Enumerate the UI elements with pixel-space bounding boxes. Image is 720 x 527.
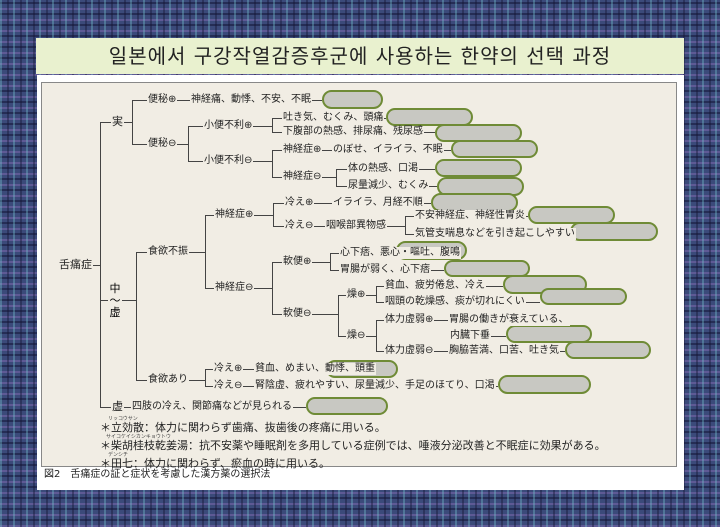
node-shokuyoku-ari: 食欲あり	[147, 374, 189, 386]
node-tairyoku-plus: 体力虚弱⊕	[384, 314, 435, 326]
node-symptom: 体の熱感、口渇	[347, 163, 419, 175]
node-symptom: 気管支喘息などを引き起こしやすい	[414, 228, 576, 240]
node-hie-plus: 冷え⊕	[213, 363, 244, 375]
node-hie-plus: 冷え⊕	[284, 197, 315, 209]
hidden-answer-pill	[506, 325, 592, 343]
node-nanben-plus: 軟便⊕	[282, 256, 313, 268]
node-symptom: 貧血、めまい、動悸、頭重	[254, 363, 376, 375]
node-shinkei-plus: 神経症⊕	[214, 209, 255, 221]
node-symptom: 貧血、疲労倦怠、冷え	[384, 280, 486, 292]
node-root: 舌痛症	[58, 258, 93, 271]
hidden-answer-pill	[540, 288, 627, 305]
node-shinkei-minus: 神経症⊖	[214, 282, 255, 294]
node-symptom: 胃腸の働きが衰えている、	[448, 314, 570, 326]
footnote: ＊柴胡桂枝乾姜湯：抗不安薬や睡眠剤を多用している症例では、唾液分泌改善と不眠症に…	[100, 439, 606, 452]
node-chu-kyo: 中〜虚	[108, 283, 122, 319]
node-symptom: 心下痞、悪心・嘔吐、腹鳴	[339, 247, 461, 259]
node-shokuyoku-fushin: 食欲不振	[147, 246, 189, 258]
node-hie-minus: 冷え⊖	[213, 380, 244, 392]
node-kyo-part: 虚	[109, 306, 121, 319]
node-shinkei-plus: 神経症⊕	[282, 144, 323, 156]
hidden-answer-pill	[451, 140, 538, 158]
hidden-answer-pill	[435, 159, 522, 177]
node-tilde: 〜	[109, 294, 121, 307]
hidden-answer-pill	[444, 260, 530, 277]
node-shinkei-minus: 神経症⊖	[282, 171, 323, 183]
node-symptom: 咽喉部異物感	[325, 220, 387, 232]
hidden-answer-pill	[570, 222, 658, 241]
hidden-answer-pill	[306, 397, 388, 415]
hidden-answer-pill	[565, 341, 651, 359]
node-nanben-minus: 軟便⊖	[282, 308, 313, 320]
node-symptom: 腎陰虚、疲れやすい、尿量減少、手足のほてり、口渇	[254, 380, 496, 392]
node-benpi-plus: 便秘⊕	[147, 94, 178, 106]
hidden-answer-pill	[322, 90, 383, 109]
node-shoben-plus: 小便不利⊕	[203, 120, 254, 132]
node-symptom: 下腹部の熱感、排尿痛、残尿感	[282, 126, 424, 138]
node-symptom: イライラ、月経不順	[332, 197, 424, 209]
node-tairyoku-minus: 体力虚弱⊖	[384, 345, 435, 357]
page-title: 일본에서 구강작열감증후군에 사용하는 한약의 선택 과정	[36, 38, 684, 74]
node-shoben-minus: 小便不利⊖	[203, 155, 254, 167]
footnote: ＊立効散：体力に関わらず歯痛、抜歯後の疼痛に用いる。	[100, 421, 386, 434]
node-kyo: 虚	[111, 400, 124, 413]
node-symptom: 吐き気、むくみ、頭痛	[282, 112, 385, 124]
figure-caption: 図2 舌痛症の証と症状を考慮した漢方薬の選択法	[44, 469, 271, 480]
node-symptom: 咽頭の乾燥感、痰が切れにくい	[384, 296, 526, 308]
hidden-answer-pill	[528, 206, 615, 224]
node-hie-minus: 冷え⊖	[284, 220, 315, 232]
footnote: ＊田七：体力に関わらず、瘀血の時に用いる。	[100, 457, 331, 470]
node-so-plus: 燥⊕	[346, 289, 367, 301]
hidden-answer-pill	[386, 108, 473, 126]
node-so-minus: 燥⊖	[346, 330, 367, 342]
ruby: リッコウサン	[108, 416, 138, 422]
node-kyo-symptom: 四肢の冷え、関節痛などが見られる	[131, 401, 293, 413]
node-symptom: 胸脇苦満、口苦、吐き気	[448, 345, 560, 357]
ruby: サイコケイシカンキョウトウ	[106, 434, 171, 440]
node-symptom: 内臓下垂	[449, 330, 491, 342]
node-symptom: 胃腸が弱く、心下痞	[339, 264, 431, 276]
node-symptom: 尿量減少、むくみ	[347, 180, 430, 192]
node-symptom: 神経痛、動悸、不安、不眠	[190, 94, 312, 106]
node-chu: 中	[109, 282, 121, 295]
node-benpi-minus: 便秘⊖	[147, 138, 178, 150]
node-symptom: 不安神経症、神経性胃炎	[414, 210, 526, 222]
node-jitsu: 実	[111, 115, 124, 128]
ruby: デンシチ	[108, 452, 129, 458]
node-symptom: のぼせ、イライラ、不眠	[332, 144, 444, 156]
hidden-answer-pill	[498, 375, 591, 394]
